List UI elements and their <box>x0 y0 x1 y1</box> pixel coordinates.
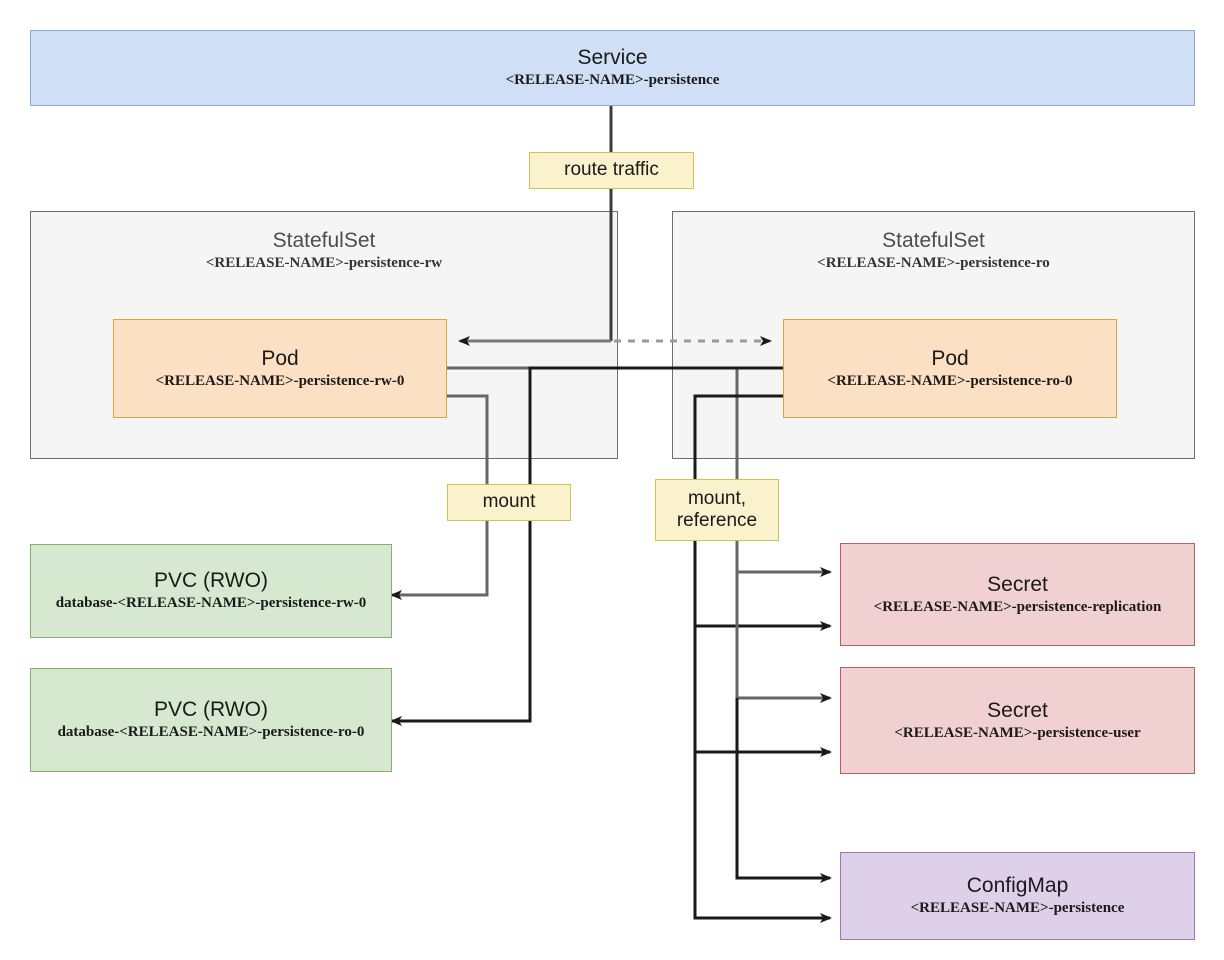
configmap-name: <RELEASE-NAME>-persistence <box>910 900 1125 917</box>
configmap-kind: ConfigMap <box>966 874 1069 898</box>
node-secret-user[interactable]: Secret <RELEASE-NAME>-persistence-user <box>840 667 1195 774</box>
edge-pod-ro-to-pvc-ro <box>390 366 783 726</box>
statefulset-ro-name: <RELEASE-NAME>-persistence-ro <box>817 255 1050 272</box>
mount-text: mount <box>482 491 536 513</box>
statefulset-rw-kind: StatefulSet <box>272 229 376 252</box>
node-pvc-rw[interactable]: PVC (RWO) database-<RELEASE-NAME>-persis… <box>30 544 392 638</box>
node-pod-rw[interactable]: Pod <RELEASE-NAME>-persistence-rw-0 <box>113 319 447 418</box>
service-name: <RELEASE-NAME>-persistence <box>505 72 720 89</box>
pvc-ro-name: database-<RELEASE-NAME>-persistence-ro-0 <box>57 724 365 741</box>
node-pvc-ro[interactable]: PVC (RWO) database-<RELEASE-NAME>-persis… <box>30 668 392 772</box>
pvc-rw-name: database-<RELEASE-NAME>-persistence-rw-0 <box>55 595 367 612</box>
node-secret-replication[interactable]: Secret <RELEASE-NAME>-persistence-replic… <box>840 543 1195 646</box>
statefulset-rw-name: <RELEASE-NAME>-persistence-rw <box>205 255 443 272</box>
mount-reference-line1: mount, <box>687 487 747 509</box>
statefulset-ro-kind: StatefulSet <box>882 229 985 252</box>
route-traffic-text: route traffic <box>564 159 659 181</box>
edge-pod-ro-to-configmap <box>693 752 832 923</box>
pod-ro-kind: Pod <box>931 346 969 370</box>
pvc-ro-kind: PVC (RWO) <box>154 698 268 722</box>
edge-pod-rw-to-secret-user <box>735 572 832 703</box>
edge-label-mount-reference[interactable]: mount, reference <box>655 479 779 541</box>
edge-pod-rw-to-secret-replication <box>447 366 832 577</box>
secret-user-name: <RELEASE-NAME>-persistence-user <box>894 724 1141 741</box>
mount-reference-line2: reference <box>676 510 758 531</box>
edge-label-mount[interactable]: mount <box>447 484 571 521</box>
pod-rw-kind: Pod <box>261 346 299 370</box>
node-pod-ro[interactable]: Pod <RELEASE-NAME>-persistence-ro-0 <box>783 319 1117 418</box>
pod-ro-name: <RELEASE-NAME>-persistence-ro-0 <box>827 372 1073 389</box>
service-kind: Service <box>577 46 648 70</box>
pvc-rw-kind: PVC (RWO) <box>154 569 268 593</box>
edge-pod-rw-to-configmap <box>735 698 832 883</box>
secret-replication-name: <RELEASE-NAME>-persistence-replication <box>873 598 1162 615</box>
secret-user-kind: Secret <box>987 698 1048 722</box>
node-service[interactable]: Service <RELEASE-NAME>-persistence <box>30 30 1195 106</box>
edge-label-route-traffic[interactable]: route traffic <box>529 152 694 189</box>
edge-pod-ro-to-secret-user <box>693 626 832 757</box>
node-configmap[interactable]: ConfigMap <RELEASE-NAME>-persistence <box>840 852 1195 940</box>
pod-rw-name: <RELEASE-NAME>-persistence-rw-0 <box>155 372 405 389</box>
secret-replication-kind: Secret <box>987 572 1048 596</box>
